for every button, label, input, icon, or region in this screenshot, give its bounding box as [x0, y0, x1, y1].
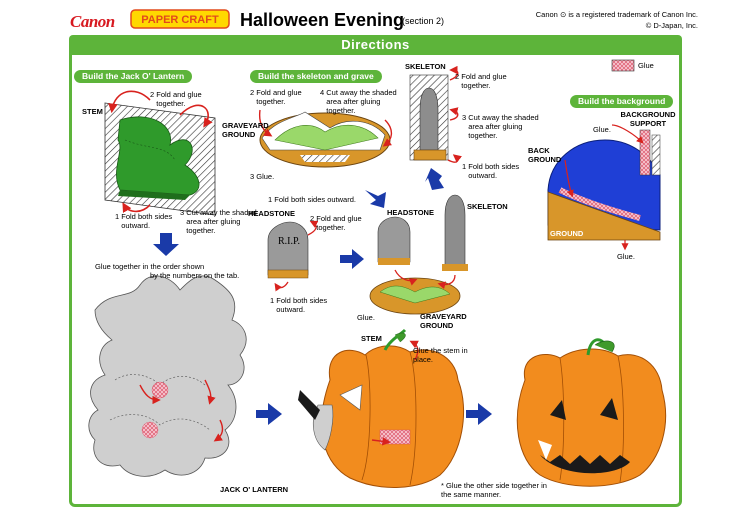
skeleton-step-2: 2 Fold and glue together.: [455, 72, 521, 90]
background-glue-text: Glue.: [593, 125, 611, 134]
skeleton-fold-both-text: Fold both sides outward.: [468, 162, 523, 180]
background-glue-bottom-text: Glue.: [617, 252, 635, 261]
headstone-label: HEADSTONE: [248, 209, 295, 218]
jack-step-2: 2 Fold and glue together.: [150, 90, 231, 108]
grave-cut-away-text: Cut away the shaded area after gluing to…: [326, 88, 406, 115]
grave-step-3: 3 Glue.: [250, 172, 274, 181]
grave-step-4: 4 Cut away the shaded area after gluing …: [320, 88, 406, 115]
glue-legend-swatch: [612, 60, 634, 71]
arrow-down-jack: [153, 233, 179, 256]
glue-order-text: Glue together in the order shown: [95, 262, 204, 271]
heading-skeleton-grave: Build the skeleton and grave: [250, 70, 382, 83]
step-number-badge: 2: [250, 88, 254, 97]
ground-label: GROUND: [550, 229, 583, 238]
pumpkin-finished: [517, 340, 665, 486]
grave-fold-both-text: Fold both sides outward.: [274, 195, 356, 204]
back-ground-label: BACK GROUND: [528, 146, 566, 164]
skeleton-step-1: 1 Fold both sides outward.: [462, 162, 523, 180]
assembly-stem-label: STEM: [361, 334, 382, 343]
grave-fold-glue-text: Fold and glue together.: [256, 88, 311, 106]
step-number-badge: 2: [455, 72, 459, 81]
graveyard-ground-label: GRAVEYARD GROUND: [222, 121, 282, 139]
jack-fold-glue-text: Fold and glue together.: [156, 90, 231, 108]
arrow-right-assembly-2: [466, 403, 492, 425]
grave-glue-text: Glue.: [256, 172, 274, 181]
step-number-badge: 1: [462, 162, 466, 171]
heading-background: Build the background: [570, 95, 673, 108]
arrow-right-headstone: [340, 249, 364, 269]
grave-step-2: 2 Fold and glue together.: [250, 88, 311, 106]
headstone-fold-glue-text: Fold and glue together.: [316, 214, 376, 232]
step-number-badge: 3: [462, 113, 466, 122]
skeleton-fold-glue-text: Fold and glue together.: [461, 72, 521, 90]
graveyard-ground-label-2: GRAVEYARD GROUND: [420, 312, 480, 330]
skeleton-label: SKELETON: [405, 62, 446, 71]
stem-label: STEM: [82, 107, 103, 116]
headstone-label-2: HEADSTONE: [387, 208, 434, 217]
arrow-diag-grave: [365, 190, 386, 208]
assembled-glue-text: Glue.: [357, 313, 375, 322]
step-number-badge: 3: [180, 208, 184, 217]
step-number-badge: 1: [268, 195, 272, 204]
step-number-badge: 2: [150, 90, 154, 99]
arrow-down-skeleton: [425, 168, 444, 190]
headstone-step-1: 1 Fold both sides outward.: [270, 296, 331, 314]
heading-jack-o-lantern: Build the Jack O' Lantern: [74, 70, 192, 83]
grave-step-1: 1 Fold both sides outward.: [268, 195, 356, 204]
step-number-badge: 1: [270, 296, 274, 305]
glue-legend-label: Glue: [638, 61, 654, 70]
background-support-label: BACKGROUND SUPPORT: [618, 110, 678, 128]
headstone-fold-both-text: Fold both sides outward.: [276, 296, 331, 314]
skeleton-piece-diagram: [410, 70, 458, 162]
jack-step-1: 1 Fold both sides outward.: [115, 212, 176, 230]
step-number-badge: 2: [310, 214, 314, 223]
step-number-badge: 3: [250, 172, 254, 181]
glue-order-text-2: by the numbers on the tab.: [150, 271, 239, 280]
rip-text: R.I.P.: [278, 237, 300, 246]
assembly-note: * Glue the other side together in the sa…: [441, 481, 551, 499]
step-number-badge: 1: [115, 212, 119, 221]
headstone-piece-diagram: [268, 222, 316, 288]
pumpkin-flat-template: [89, 276, 246, 476]
jack-o-lantern-label: JACK O' LANTERN: [220, 485, 288, 494]
skeleton-label-2: SKELETON: [467, 202, 508, 211]
skeleton-step-3: 3 Cut away the shaded area after gluing …: [462, 113, 540, 140]
step-number-badge: 4: [320, 88, 324, 97]
headstone-step-2: 2 Fold and glue together.: [310, 214, 376, 232]
glue-stem-text: Glue the stem in place.: [413, 346, 473, 364]
arrow-right-assembly-1: [256, 403, 282, 425]
skeleton-cut-away-text: Cut away the shaded area after gluing to…: [468, 113, 540, 140]
stem-piece-diagram: [105, 91, 215, 215]
jack-fold-both-text: Fold both sides outward.: [121, 212, 176, 230]
